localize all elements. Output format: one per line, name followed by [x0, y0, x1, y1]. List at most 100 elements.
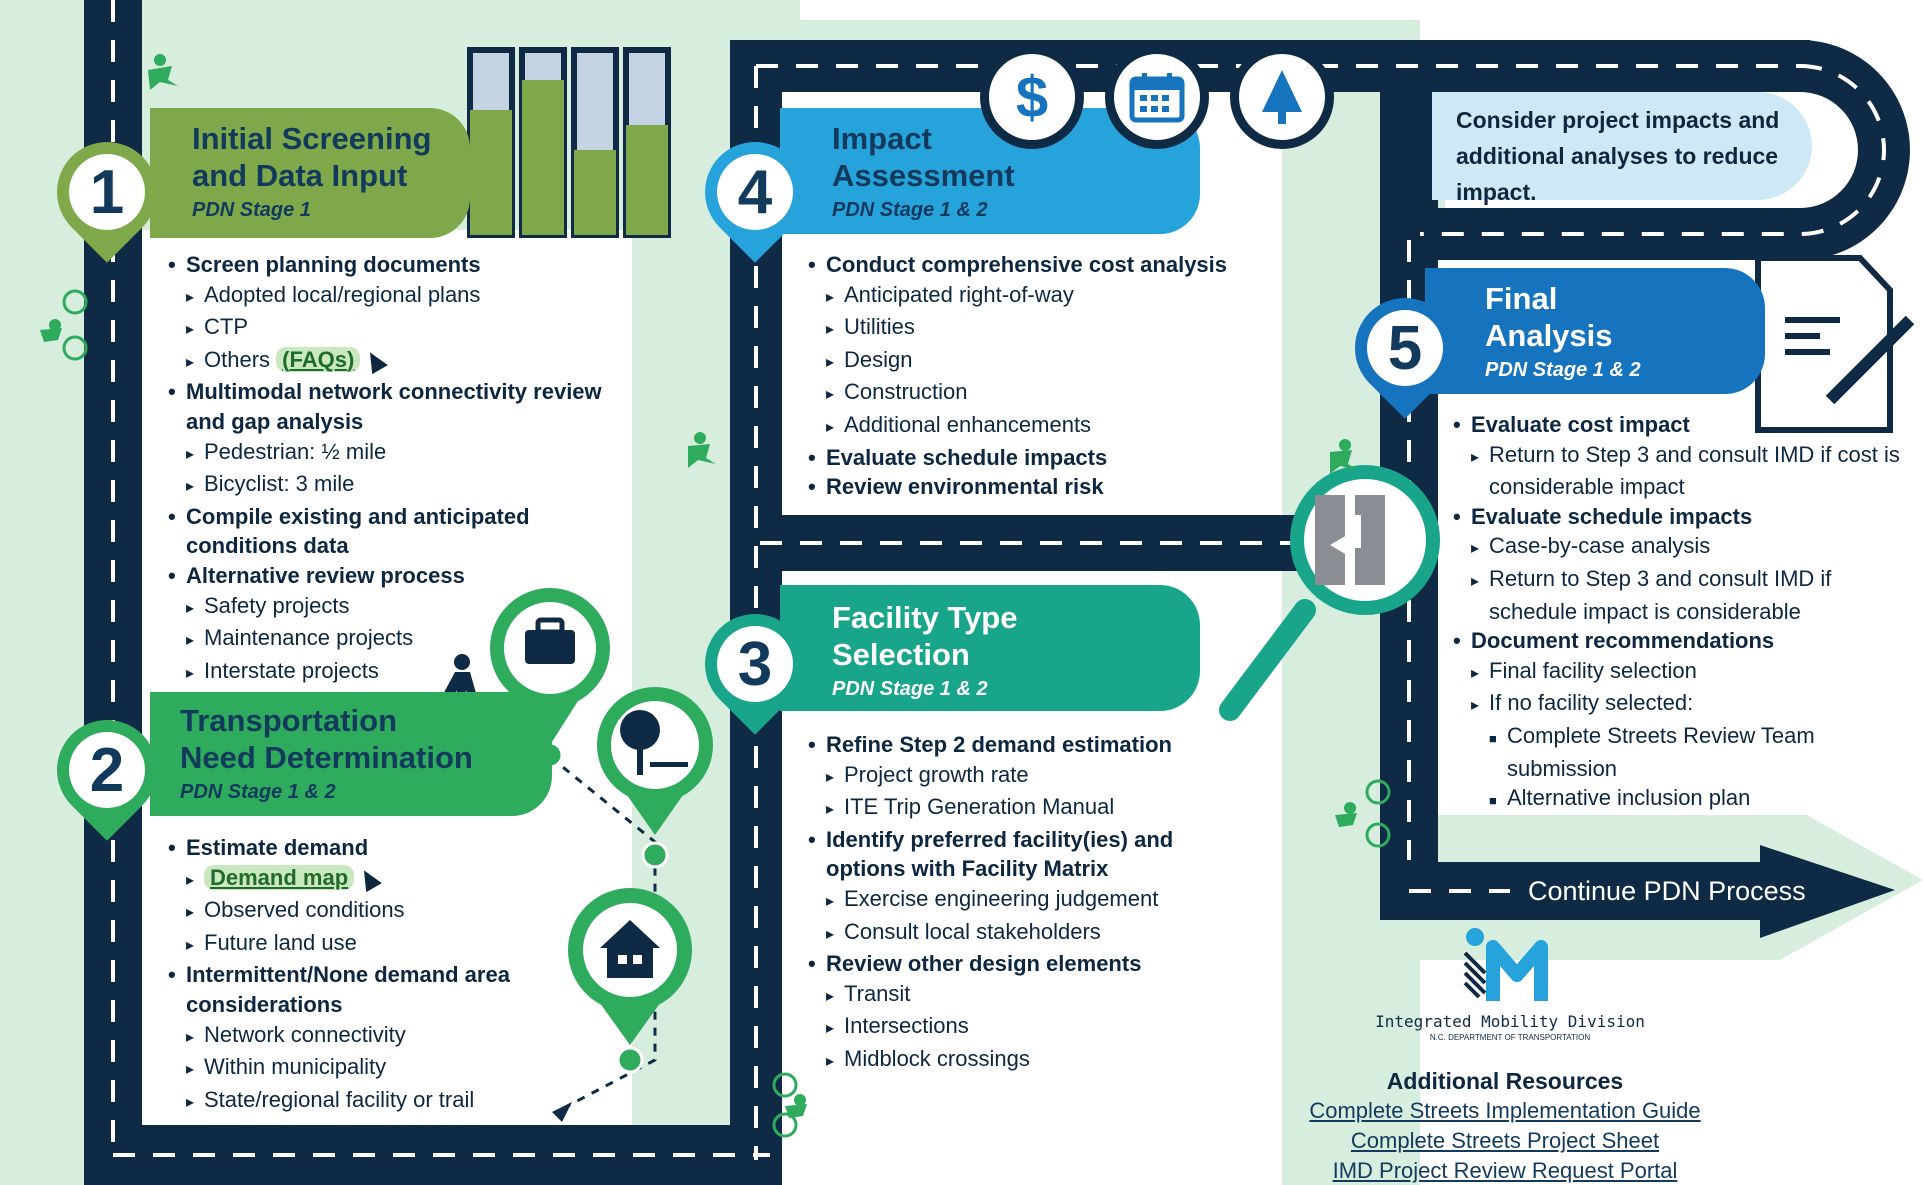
- step-3-list: Refine Step 2 demand estimation Project …: [808, 730, 1248, 1077]
- list-item-others: Others (FAQs): [168, 345, 608, 378]
- step-2-title-line2: Need Determination: [180, 740, 473, 775]
- step-5-number: 5: [1367, 310, 1443, 386]
- step-3-title-line2: Selection: [832, 637, 970, 672]
- step-5-title-line1: Final: [1485, 281, 1558, 316]
- list-item: Consult local stakeholders: [808, 917, 1248, 950]
- demand-map-link[interactable]: Demand map: [204, 864, 355, 890]
- list-item: Anticipated right-of-way: [808, 280, 1258, 313]
- list-item: Intermittent/None demand area considerat…: [168, 960, 588, 1019]
- list-item: Safety projects: [168, 591, 608, 624]
- list-item: Review environmental risk: [808, 472, 1258, 502]
- step-3-title-line1: Facility Type: [832, 600, 1018, 635]
- additional-resources: Additional Resources Complete Streets Im…: [1250, 1066, 1760, 1185]
- house-pin: [568, 888, 692, 1074]
- list-item: Return to Step 3 and consult IMD if cost…: [1453, 440, 1923, 502]
- list-item: State/regional facility or trail: [168, 1085, 588, 1118]
- imd-logo-mark-icon: [1463, 928, 1548, 1001]
- list-item: Intersections: [808, 1011, 1248, 1044]
- list-item: Compile existing and anticipated conditi…: [168, 502, 608, 561]
- list-item: Midblock crossings: [808, 1044, 1248, 1077]
- list-item: Transit: [808, 979, 1248, 1012]
- calendar-glyph: [1129, 73, 1185, 123]
- list-item: Refine Step 2 demand estimation: [808, 730, 1248, 760]
- step-2-header: Transportation Need Determination PDN St…: [150, 692, 552, 816]
- dollar-icon: $: [980, 45, 1084, 149]
- list-item: Screen planning documents: [168, 250, 608, 280]
- step-1-list: Screen planning documents Adopted local/…: [168, 250, 608, 688]
- step-4-title-line1: Impact: [832, 121, 932, 156]
- step-4-stage: PDN Stage 1 & 2: [832, 199, 988, 221]
- complete-streets-sheet-link[interactable]: Complete Streets Project Sheet: [1350, 1128, 1660, 1153]
- list-item: Pedestrian: ½ mile: [168, 437, 608, 470]
- list-item: Identify preferred facility(ies) and opt…: [808, 825, 1248, 884]
- list-item: CTP: [168, 312, 608, 345]
- step-3-stage: PDN Stage 1 & 2: [832, 678, 988, 700]
- imd-logo: Integrated Mobility Division N.C. DEPART…: [1340, 925, 1680, 1042]
- list-item: Network connectivity: [168, 1020, 588, 1053]
- step-1-header: Initial Screening and Data Input PDN Sta…: [150, 108, 470, 238]
- step-2-stage: PDN Stage 1 & 2: [180, 781, 336, 803]
- faqs-link-text: FAQs: [289, 346, 347, 372]
- list-item: Construction: [808, 377, 1258, 410]
- list-item: Final facility selection: [1453, 656, 1923, 689]
- list-item: Future land use: [168, 928, 588, 961]
- list-item: Document recommendations: [1453, 626, 1923, 656]
- step-1-title-line2: and Data Input: [192, 158, 408, 193]
- tree-icon: [1230, 45, 1334, 149]
- step-5-header: Final Analysis PDN Stage 1 & 2: [1425, 268, 1765, 394]
- list-item: Case-by-case analysis: [1453, 531, 1923, 564]
- step-5-stage: PDN Stage 1 & 2: [1485, 359, 1641, 381]
- list-item: Evaluate schedule impacts: [1453, 502, 1923, 532]
- step-3-header: Facility Type Selection PDN Stage 1 & 2: [780, 585, 1200, 711]
- step-4-number: 4: [717, 154, 793, 230]
- list-item: Conduct comprehensive cost analysis: [808, 250, 1258, 280]
- cursor-icon: [356, 865, 382, 892]
- imd-logo-sub: N.C. DEPARTMENT OF TRANSPORTATION: [1429, 1033, 1591, 1042]
- step-5-title-line2: Analysis: [1485, 318, 1613, 353]
- step-1-number: 1: [69, 154, 145, 230]
- step-4-list: Conduct comprehensive cost analysis Anti…: [808, 250, 1258, 502]
- list-item: Additional enhancements: [808, 410, 1258, 443]
- tree-pin: [597, 687, 713, 869]
- list-item: Observed conditions: [168, 895, 588, 928]
- continue-pdn-label: Continue PDN Process: [1528, 876, 1806, 906]
- imd-logo-name: Integrated Mobility Division: [1375, 1012, 1645, 1031]
- list-item: Within municipality: [168, 1052, 588, 1085]
- list-item: Return to Step 3 and consult IMD if sche…: [1453, 564, 1923, 626]
- list-item: Multimodal network connectivity review a…: [168, 377, 608, 436]
- list-item: Evaluate schedule impacts: [808, 443, 1258, 473]
- list-item-demand-map: Demand map: [168, 863, 588, 896]
- list-item: Alternative review process: [168, 561, 608, 591]
- tree-glyph: [1262, 70, 1302, 124]
- list-item: Complete Streets Review Team submission: [1453, 721, 1923, 783]
- list-item: Review other design elements: [808, 949, 1248, 979]
- list-item: Alternative inclusion plan: [1453, 783, 1923, 816]
- impact-note-box: Consider project impacts and additional …: [1432, 92, 1812, 205]
- list-item: Estimate demand: [168, 833, 588, 863]
- step-2-title-line1: Transportation: [180, 703, 398, 738]
- step-2-number: 2: [69, 732, 145, 808]
- road-top-right-curve: [1395, 40, 1910, 260]
- list-item: ITE Trip Generation Manual: [808, 792, 1248, 825]
- list-item: Interstate projects: [168, 656, 608, 689]
- dollar-symbol: $: [1015, 64, 1049, 130]
- complete-streets-guide-link[interactable]: Complete Streets Implementation Guide: [1309, 1098, 1701, 1123]
- step-1-stage: PDN Stage 1: [192, 199, 311, 221]
- cursor-icon: [362, 347, 389, 374]
- road-arrow: [1380, 845, 1895, 938]
- calendar-icon: [1105, 45, 1209, 149]
- step-3-number: 3: [717, 626, 793, 702]
- list-item: If no facility selected:: [1453, 688, 1923, 721]
- step-5-list: Evaluate cost impact Return to Step 3 an…: [1453, 410, 1923, 816]
- list-item: Exercise engineering judgement: [808, 884, 1248, 917]
- others-label: Others: [204, 346, 271, 372]
- step-1-title-line1: Initial Screening: [192, 121, 432, 156]
- list-item: Adopted local/regional plans: [168, 280, 608, 313]
- faqs-link[interactable]: (FAQs): [276, 346, 361, 372]
- list-item: Maintenance projects: [168, 623, 608, 656]
- imd-review-portal-link[interactable]: IMD Project Review Request Portal: [1332, 1158, 1678, 1183]
- list-item: Project growth rate: [808, 760, 1248, 793]
- list-item: Bicyclist: 3 mile: [168, 469, 608, 502]
- step-4-title-line2: Assessment: [832, 158, 1015, 193]
